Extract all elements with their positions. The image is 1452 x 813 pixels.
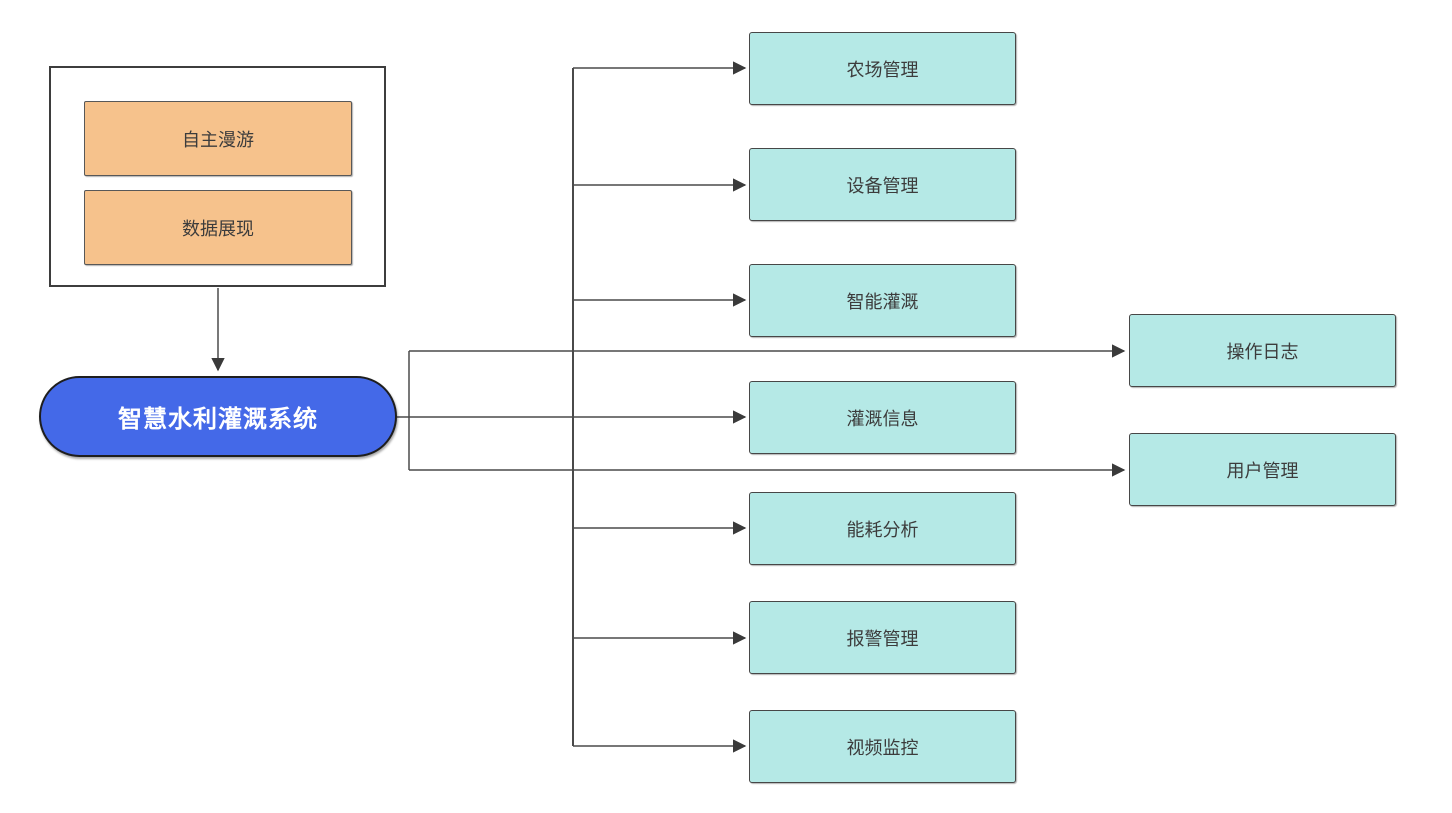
- node-irrigation-info: 灌溉信息: [749, 381, 1016, 454]
- node-smart-irrigation: 智能灌溉: [749, 264, 1016, 337]
- node-label: 智能灌溉: [846, 291, 919, 312]
- node-label: 视频监控: [846, 737, 919, 758]
- node-label: 农场管理: [846, 59, 919, 80]
- node-energy-analysis: 能耗分析: [749, 492, 1016, 565]
- node-label: 能耗分析: [846, 519, 919, 540]
- node-farm-management: 农场管理: [749, 32, 1016, 105]
- node-label: 操作日志: [1226, 341, 1299, 362]
- node-label: 用户管理: [1226, 460, 1299, 481]
- node-user-management: 用户管理: [1129, 433, 1396, 506]
- node-operation-log: 操作日志: [1129, 314, 1396, 387]
- node-root-smart-irrigation-system: 智慧水利灌溉系统: [39, 376, 397, 457]
- node-label: 报警管理: [846, 628, 919, 649]
- node-alarm-management: 报警管理: [749, 601, 1016, 674]
- node-label: 智慧水利灌溉系统: [118, 406, 318, 433]
- node-label: 设备管理: [846, 175, 919, 196]
- node-data-display: 数据展现: [84, 190, 352, 265]
- node-label: 灌溉信息: [846, 408, 919, 429]
- node-label: 数据展现: [182, 218, 254, 239]
- node-device-management: 设备管理: [749, 148, 1016, 221]
- node-free-roam: 自主漫游: [84, 101, 352, 176]
- node-video-monitoring: 视频监控: [749, 710, 1016, 783]
- node-label: 自主漫游: [182, 129, 254, 150]
